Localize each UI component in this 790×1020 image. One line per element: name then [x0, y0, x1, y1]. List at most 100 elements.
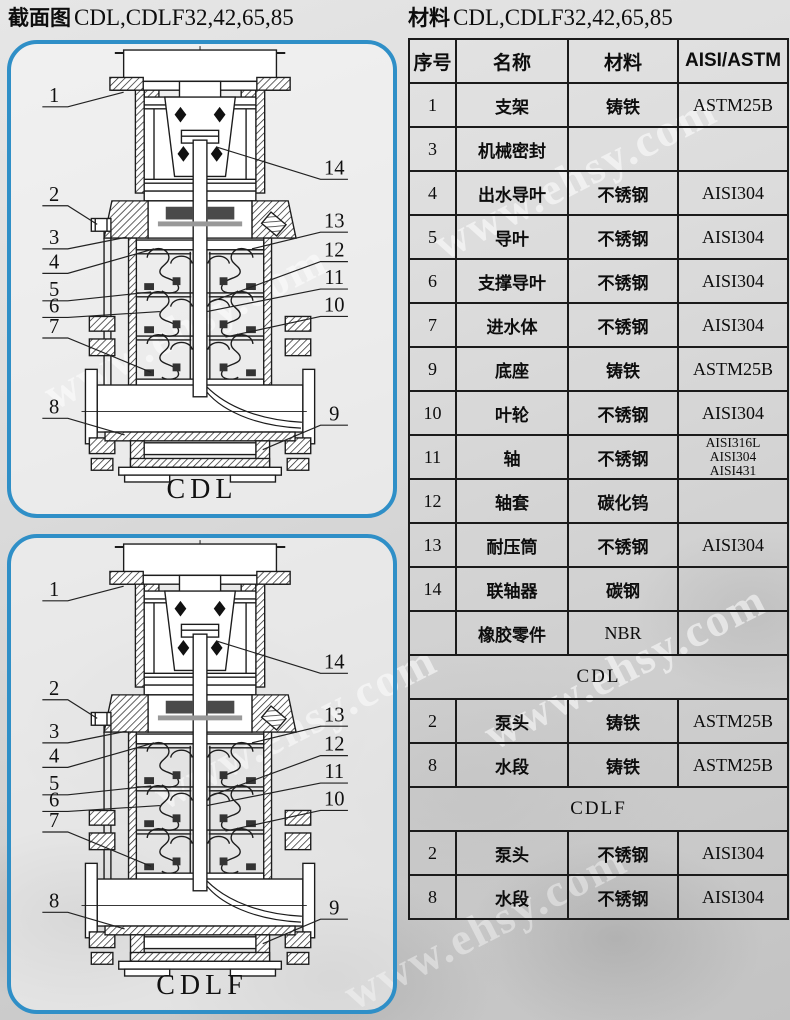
pump-cross-section-cdlf: 1 2 3 4 5 6 7 8 14 13 12 11 10 9 [11, 538, 393, 983]
table-cell: 泵头 [455, 830, 569, 876]
callout-number: 9 [329, 897, 339, 919]
section-title-models: CDL,CDLF32,42,65,85 [74, 5, 294, 30]
table-cell-line: AISI304 [709, 449, 757, 464]
callout-number: 13 [324, 704, 345, 726]
table-header-cell: 序号 [408, 38, 457, 84]
callout-number: 11 [324, 267, 344, 289]
table-cell: 不锈钢 [567, 214, 679, 260]
diagram-box-cdl: 1 2 3 4 5 6 7 8 14 13 12 11 10 9 CDL [7, 40, 397, 518]
table-cell-line: AISI316L [705, 435, 761, 450]
table-cell: NBR [567, 610, 679, 656]
table-cell: 不锈钢 [567, 258, 679, 304]
pump-cross-section-drawing [42, 46, 348, 482]
callout-number: 3 [49, 721, 59, 743]
table-cell: 不锈钢 [567, 170, 679, 216]
callout-number: 2 [49, 678, 59, 700]
table-cell: AISI304 [677, 214, 789, 260]
pump-cross-section-cdl: 1 2 3 4 5 6 7 8 14 13 12 11 10 9 [11, 44, 393, 489]
callout-number: 11 [324, 761, 344, 783]
diagram-box-cdlf: 1 2 3 4 5 6 7 8 14 13 12 11 10 9 CDLF [7, 534, 397, 1014]
table-cell: 6 [408, 258, 457, 304]
table-cell: 耐压筒 [455, 522, 569, 568]
table-cell: 不锈钢 [567, 390, 679, 436]
table-cell: 12 [408, 478, 457, 524]
table-cell: 不锈钢 [567, 434, 679, 480]
table-cell: AISI304 [677, 390, 789, 436]
callout-number: 3 [49, 227, 59, 249]
table-cell: 水段 [455, 742, 569, 788]
pump-cross-section-drawing [42, 540, 348, 976]
table-cell: 轴套 [455, 478, 569, 524]
table-cell: AISI304 [677, 258, 789, 304]
table-cell: 出水导叶 [455, 170, 569, 216]
callout-number: 8 [49, 396, 59, 418]
table-cell: 10 [408, 390, 457, 436]
table-cell: 联轴器 [455, 566, 569, 612]
table-cell: AISI304 [677, 522, 789, 568]
callout-number: 8 [49, 890, 59, 912]
callout-number: 4 [49, 251, 59, 273]
table-cell: 碳钢 [567, 566, 679, 612]
table-cell: 5 [408, 214, 457, 260]
diagram-label-cdlf: CDLF [156, 970, 248, 1001]
callout-number: 6 [49, 296, 59, 318]
table-header-cell: 材料 [567, 38, 679, 84]
table-cell: 3 [408, 126, 457, 172]
section-title-models: CDL,CDLF32,42,65,85 [453, 5, 673, 30]
callout-number: 1 [49, 85, 59, 107]
table-cell: 轴 [455, 434, 569, 480]
table-cell: 导叶 [455, 214, 569, 260]
table-cell: 1 [408, 82, 457, 128]
callout-number: 2 [49, 184, 59, 206]
table-cell: 不锈钢 [567, 302, 679, 348]
table-cell [677, 566, 789, 612]
table-cell: 铸铁 [567, 698, 679, 744]
table-cell: AISI304 [677, 874, 789, 920]
table-cell: 进水体 [455, 302, 569, 348]
table-section-label: CDL [408, 654, 789, 700]
table-cell: 不锈钢 [567, 830, 679, 876]
table-cell: 8 [408, 874, 457, 920]
section-title-cjk: 材料 [408, 7, 450, 30]
table-cell: 4 [408, 170, 457, 216]
table-cell: 水段 [455, 874, 569, 920]
table-cell: 泵头 [455, 698, 569, 744]
callout-number: 12 [324, 240, 345, 262]
callout-number: 4 [49, 745, 59, 767]
table-row: CDLF [408, 786, 789, 832]
table-cell [677, 610, 789, 656]
table-cell: 铸铁 [567, 742, 679, 788]
table-cell: AISI304 [677, 302, 789, 348]
table-cell: 支撑导叶 [455, 258, 569, 304]
table-cell: AISI304 [677, 830, 789, 876]
callout-number: 13 [324, 210, 345, 232]
table-header-cell: AISI/ASTM [677, 38, 789, 84]
table-row: CDL [408, 654, 789, 700]
callout-number: 14 [324, 651, 345, 673]
callout-number: 1 [49, 579, 59, 601]
table-cell: 2 [408, 830, 457, 876]
callout-number: 5 [49, 773, 59, 795]
table-cell: 铸铁 [567, 82, 679, 128]
table-cell: 橡胶零件 [455, 610, 569, 656]
table-cell: 13 [408, 522, 457, 568]
